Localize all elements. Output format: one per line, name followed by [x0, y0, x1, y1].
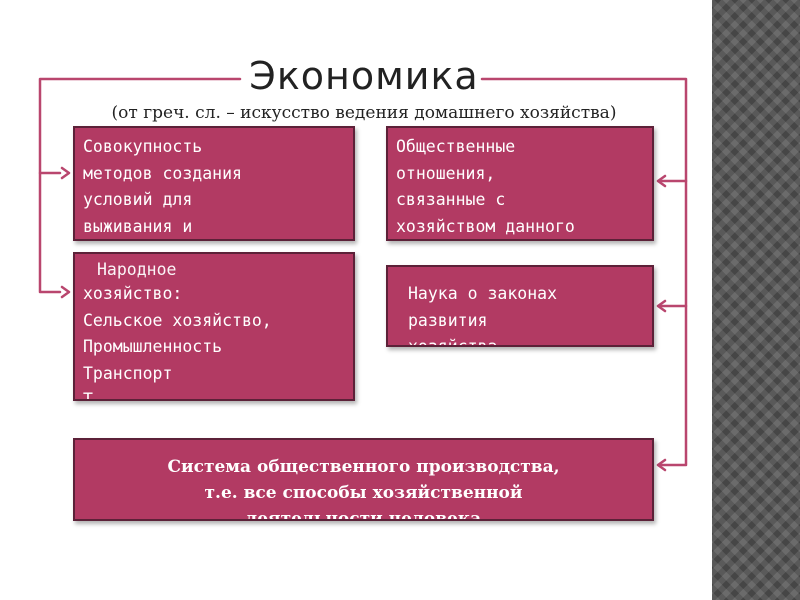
box-national-economy-title: Народное [97, 260, 177, 279]
box-methods-text: Совокупность методов создания условий дл… [83, 137, 242, 236]
box-relations-text: Общественные отношения, связанные с хозя… [396, 137, 575, 236]
box-national-economy: Народное хозяйство: Сельское хозяйство, … [73, 252, 355, 401]
box-science-text: Наука о законах развития хозяйства [408, 284, 558, 347]
box-production-system-text: Система общественного производства, т.е.… [167, 457, 560, 521]
right-connector-line [480, 77, 688, 467]
page-title: Экономика [249, 54, 479, 98]
page-subtitle: (от греч. сл. – искусство ведения домашн… [111, 103, 617, 123]
arrowhead-left-lower [60, 285, 71, 299]
arrowhead-left-upper [60, 166, 71, 180]
left-connector-line [38, 77, 242, 294]
arrowhead-right-middle [656, 299, 667, 313]
box-relations: Общественные отношения, связанные с хозя… [386, 126, 654, 241]
arrowhead-right-lower [656, 458, 667, 472]
box-methods: Совокупность методов создания условий дл… [73, 126, 355, 241]
side-decorative-pattern [712, 0, 800, 600]
box-production-system: Система общественного производства, т.е.… [73, 438, 654, 521]
box-science: Наука о законах развития хозяйства [386, 265, 654, 347]
box-national-economy-text: хозяйство: Сельское хозяйство, Промышлен… [83, 284, 272, 401]
arrowhead-right-upper [656, 174, 667, 188]
